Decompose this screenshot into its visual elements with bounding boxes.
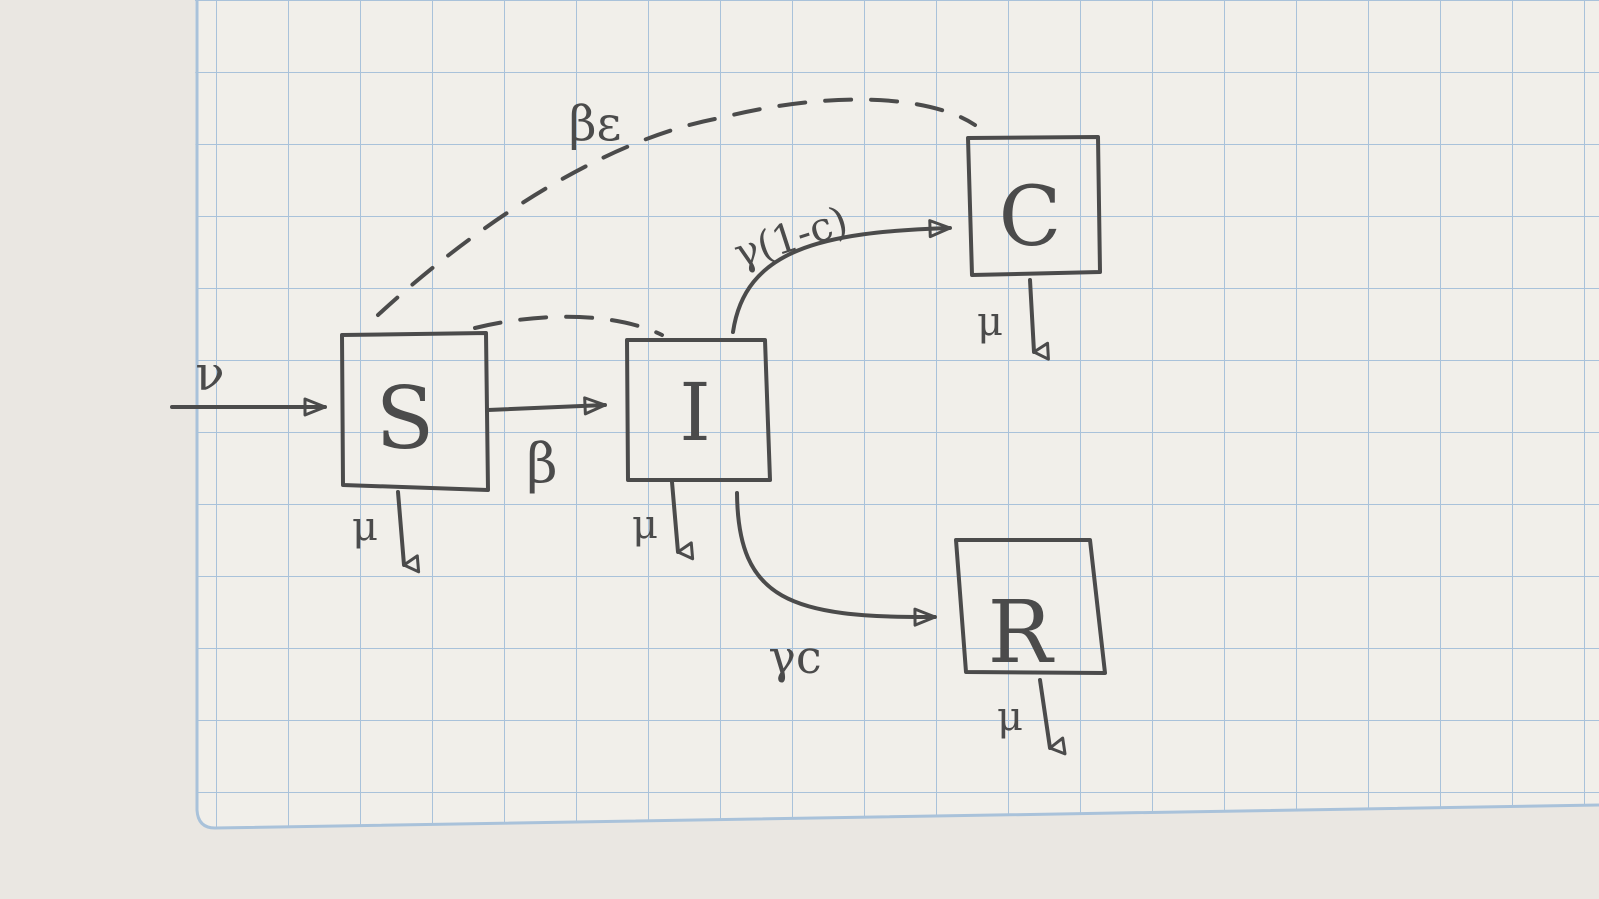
edge-s-to-i-dashed [473,314,664,337]
grid-lines [195,0,1599,828]
node-label-i: I [679,366,711,459]
death-arrow-c [1028,278,1050,361]
edge-s-to-i-arrow [486,396,607,416]
death-label-r: μ [997,694,1023,740]
edge-label-s-to-i: β [526,432,557,495]
edge-i-to-r-arrow [735,491,937,627]
death-label-c: μ [977,299,1003,345]
node-label-s: S [376,369,435,469]
death-arrow-s [396,490,421,574]
edge-label-i-to-r: γc [768,630,821,684]
edge-i-to-c-arrow [731,219,952,334]
edge-label-inflow: ν [195,346,224,402]
edge-label-s-to-c: βε [569,96,622,152]
death-label-s: μ [352,504,378,550]
node-label-c: C [999,170,1062,265]
node-label-r: R [988,583,1055,683]
node-box-i [625,338,772,482]
node-box-c [966,135,1102,277]
edge-s-to-c-dashed [376,97,977,317]
death-arrow-r [1038,678,1067,756]
death-label-i: μ [632,502,658,548]
death-arrow-i [670,480,695,561]
grid-border [195,0,1599,830]
node-box-s [340,331,490,492]
node-box-r [954,538,1107,675]
